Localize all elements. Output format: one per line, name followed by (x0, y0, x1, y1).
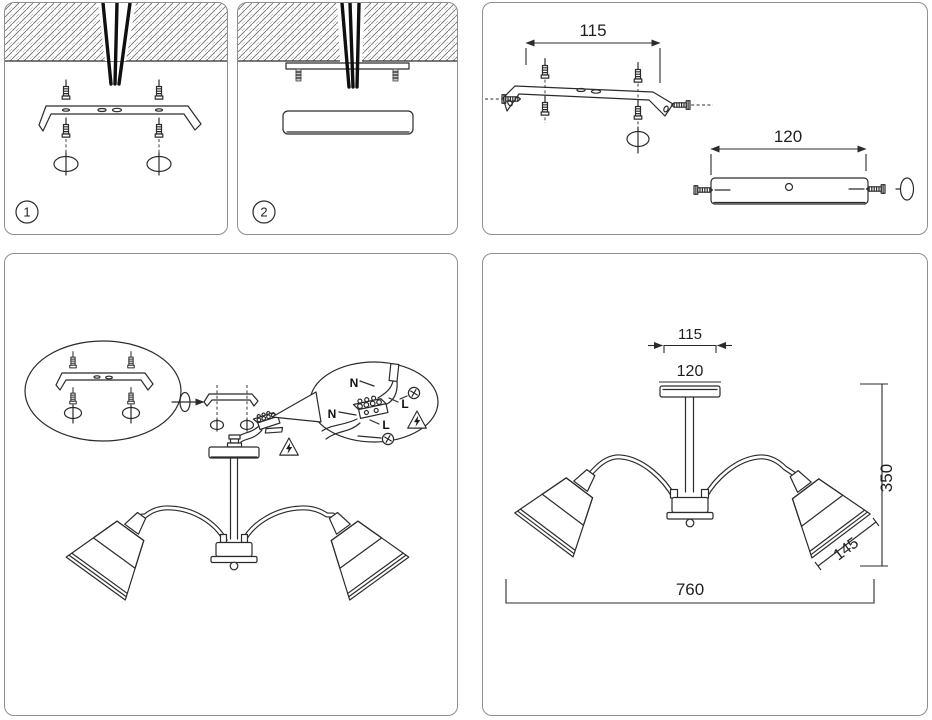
panel-assembly: N L N L (4, 253, 458, 716)
mounting-bracket (502, 85, 674, 117)
panel-step-2: 2 (237, 2, 458, 235)
panel-step-1: 1 (4, 2, 228, 235)
dimension-value: 120 (677, 363, 704, 380)
dimension-value: 120 (774, 127, 802, 146)
panel-fixture-dimensions: 115 120 350 145 760 (482, 253, 928, 716)
bracket-axis-lines (485, 58, 713, 127)
screw-side-view (171, 391, 205, 413)
lampshade (514, 450, 621, 558)
warning-triangle-icon (279, 437, 299, 456)
mounting-bracket (203, 385, 259, 432)
wire-label-live: L (382, 418, 389, 432)
panel-parts-dimensions: 115 120 (482, 2, 928, 235)
ceiling-hole-ellipse (53, 139, 172, 176)
step-badge: 1 (15, 200, 39, 224)
decorative-cap (895, 177, 915, 201)
dimension-value: 115 (678, 326, 702, 343)
dimension-height-350: 350 (860, 383, 896, 567)
step-number: 2 (260, 205, 267, 220)
mains-wires (101, 3, 132, 86)
step-number: 1 (23, 205, 30, 220)
dimension-canopy-120: 120 (710, 127, 867, 175)
wire-label-neutral: N (350, 376, 359, 390)
canopy-cover (710, 177, 869, 205)
terminal-block-icon (352, 395, 389, 419)
dimension-canopy-120: 120 (659, 363, 721, 383)
dimension-value: 350 (877, 464, 896, 492)
chandelier-body (139, 434, 336, 571)
mounting-bracket (38, 105, 202, 132)
ceiling-hole-ellipse (626, 126, 650, 154)
screw-icon (61, 117, 164, 138)
dimension-bracket-115: 115 (525, 21, 661, 83)
wire-label-neutral: N (328, 407, 337, 421)
canopy-cover (282, 110, 414, 135)
bracket-detail-ellipse (24, 340, 182, 442)
wire-label-live: L (401, 397, 408, 411)
chandelier-body (588, 385, 797, 528)
step-badge: 2 (252, 200, 276, 224)
dimension-width-760: 760 (505, 579, 875, 604)
wiring-detail-ellipse: N L N L (271, 361, 439, 446)
mains-wires (340, 3, 361, 89)
dimension-bracket-115: 115 (648, 326, 732, 353)
dimension-value: 115 (579, 21, 606, 40)
earth-screw-icon (407, 386, 421, 400)
earth-screw-icon (381, 432, 395, 446)
dimension-value: 760 (676, 580, 704, 599)
